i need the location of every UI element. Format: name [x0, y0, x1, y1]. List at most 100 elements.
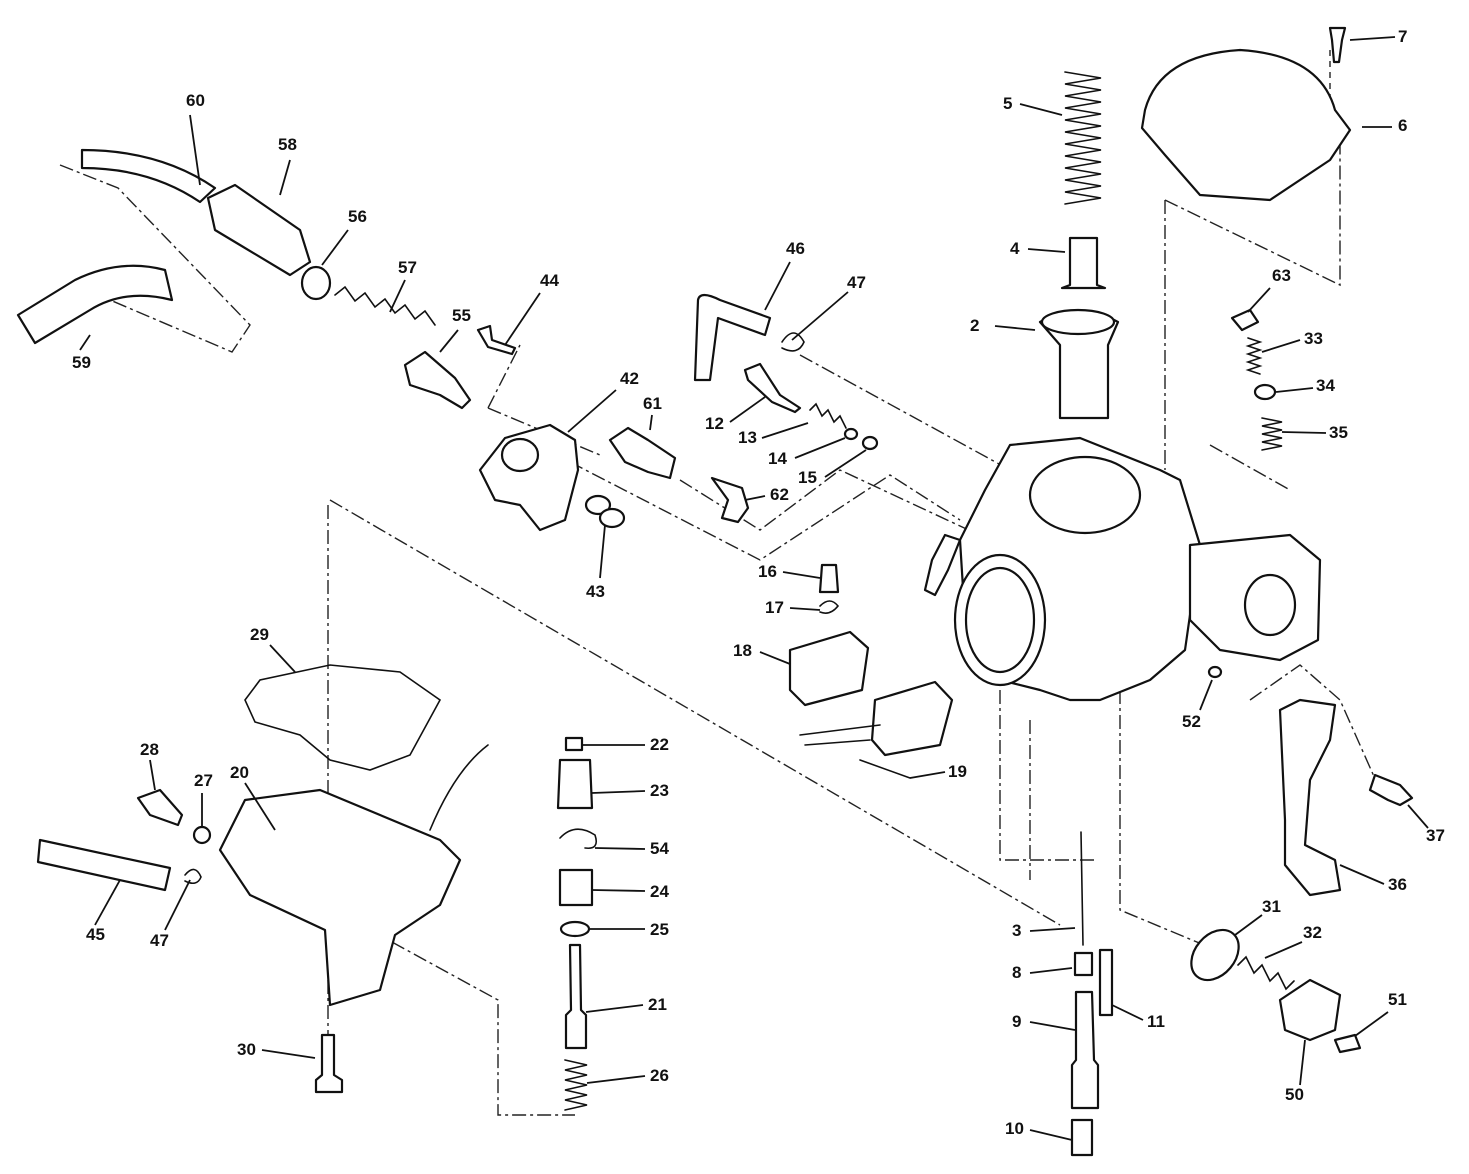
callout-21: 21 [648, 995, 667, 1014]
carburetor-top-chamber [1028, 455, 1142, 535]
callout-leader-7 [1349, 36, 1396, 41]
callout-8: 8 [1012, 963, 1021, 982]
callout-leader-9 [1029, 1021, 1076, 1031]
callout-28: 28 [140, 740, 159, 759]
part-5-spring [1064, 71, 1102, 205]
callout-leader-31 [1234, 914, 1263, 936]
callout-55: 55 [452, 306, 471, 325]
callout-30: 30 [237, 1040, 256, 1059]
callout-45: 45 [86, 925, 105, 944]
callout-5: 5 [1003, 94, 1012, 113]
callout-leader-14 [794, 437, 846, 459]
callout-7: 7 [1398, 27, 1407, 46]
callout-54: 54 [650, 839, 669, 858]
callout-15: 15 [798, 468, 817, 487]
part-12-screw [743, 362, 802, 414]
callout-leader-32 [1264, 941, 1303, 959]
parts [16, 26, 1414, 1157]
callout-31: 31 [1262, 897, 1281, 916]
callout-62: 62 [770, 485, 789, 504]
callout-33: 33 [1304, 329, 1323, 348]
callout-47: 47 [847, 273, 866, 292]
callout-leader-56 [321, 229, 349, 266]
callout-36: 36 [1388, 875, 1407, 894]
part-52-o-ring [1207, 665, 1223, 679]
callout-34: 34 [1316, 376, 1335, 395]
callout-leader-11 [1111, 1004, 1144, 1021]
callout-18: 18 [733, 641, 752, 660]
part-2-slide-top [1040, 308, 1116, 336]
callout-leader-50 [1299, 1039, 1306, 1086]
part-33-screw [1245, 337, 1263, 375]
callout-63: 63 [1272, 266, 1291, 285]
callout-60: 60 [186, 91, 205, 110]
callout-37: 37 [1426, 826, 1445, 845]
callout-52: 52 [1182, 712, 1201, 731]
part-35-spring [1261, 417, 1283, 451]
part-17-clip [819, 600, 840, 614]
callout-leader-51 [1354, 1011, 1389, 1037]
callout-17: 17 [765, 598, 784, 617]
part-18-float-right [870, 680, 954, 757]
callout-leader-44 [504, 292, 541, 346]
callout-leader-47 [164, 879, 191, 931]
callout-leader-37 [1407, 804, 1429, 829]
callout-leader-52 [1199, 679, 1213, 711]
part-18-float-left [788, 630, 870, 707]
part-47-clip-lower [184, 868, 202, 885]
callout-25: 25 [650, 920, 669, 939]
callout-leader-17 [789, 607, 821, 611]
callout-59: 59 [72, 353, 91, 372]
callout-leader-59 [79, 334, 91, 351]
callout-9: 9 [1012, 1012, 1021, 1031]
callout-leader-4 [1027, 248, 1066, 253]
part-23-valve-seat [556, 758, 594, 810]
callout-leader-34 [1275, 387, 1314, 393]
part-8-needle-jet [1073, 951, 1094, 977]
part-47-clip-top [781, 332, 805, 352]
callout-leader-57 [389, 279, 406, 313]
callout-56: 56 [348, 207, 367, 226]
callout-leader-23 [591, 790, 646, 794]
part-20-float-bowl [218, 788, 462, 1007]
part-57-spring [334, 285, 436, 326]
callout-leader-58 [279, 159, 291, 196]
part-60-hose [80, 148, 217, 204]
callout-leader-5 [1019, 103, 1063, 116]
callout-2: 2 [970, 316, 979, 335]
callout-10: 10 [1005, 1119, 1024, 1138]
callout-leader-42 [567, 389, 617, 433]
callout-44: 44 [540, 271, 559, 290]
callout-leader-28 [149, 759, 156, 791]
part-28-screw [136, 788, 184, 827]
callout-35: 35 [1329, 423, 1348, 442]
part-15-o-ring [861, 435, 879, 451]
callout-57: 57 [398, 258, 417, 277]
callout-42: 42 [620, 369, 639, 388]
callout-leader-26 [586, 1075, 646, 1084]
callout-leader-19 [909, 771, 946, 779]
part-50-cover [1278, 978, 1342, 1042]
callout-leader-29 [269, 644, 296, 673]
callout-leader-3 [1029, 927, 1076, 932]
callout-23: 23 [650, 781, 669, 800]
callout-leader-8 [1029, 967, 1073, 974]
callout-leader-63 [1247, 287, 1271, 313]
callout-24: 24 [650, 882, 669, 901]
callout-50: 50 [1285, 1085, 1304, 1104]
callout-12: 12 [705, 414, 724, 433]
callout-22: 22 [650, 735, 669, 754]
callout-51: 51 [1388, 990, 1407, 1009]
part-37-bolt [1368, 773, 1414, 807]
part-54-clip [559, 828, 598, 850]
callout-26: 26 [650, 1066, 669, 1085]
part-55-plunger [403, 350, 472, 410]
callout-29: 29 [250, 625, 269, 644]
part-4-retainer [1060, 236, 1107, 290]
callout-47: 47 [150, 931, 169, 950]
callout-14: 14 [768, 449, 787, 468]
callout-4: 4 [1010, 239, 1020, 258]
part-36-bracket [1278, 698, 1342, 897]
callout-6: 6 [1398, 116, 1407, 135]
callout-20: 20 [230, 763, 249, 782]
